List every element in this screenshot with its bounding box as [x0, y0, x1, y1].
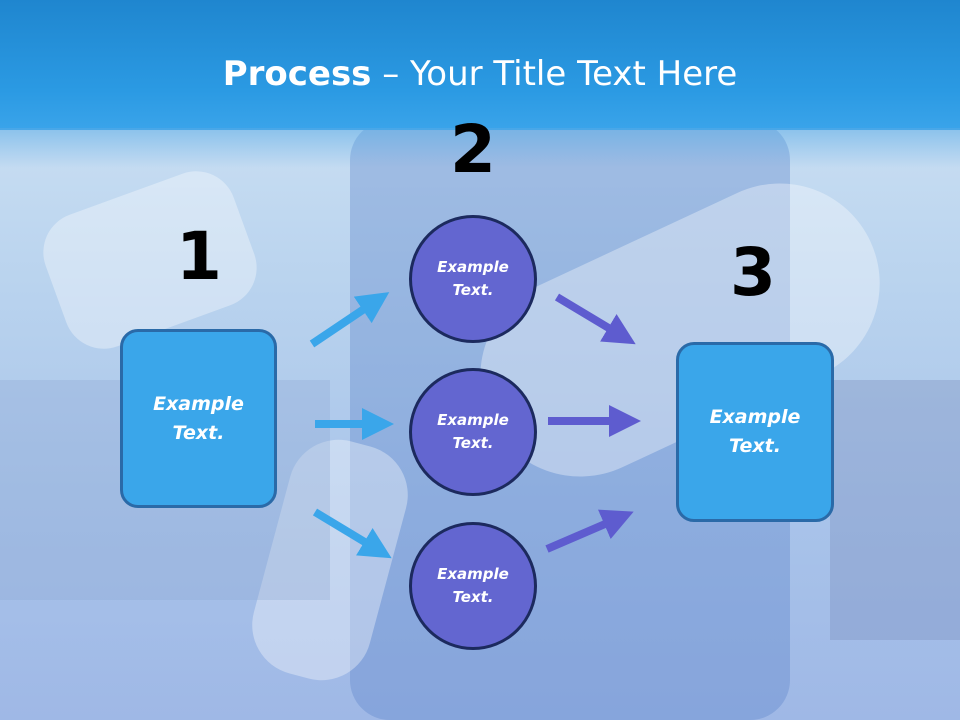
page-title: Process – Your Title Text Here — [0, 52, 960, 96]
step-number-2: 2 — [450, 111, 496, 188]
step-number-1: 1 — [176, 218, 222, 295]
step-2-circle-bottom: Example Text. — [409, 522, 537, 650]
arrow-2-to-3-top — [554, 293, 636, 345]
circle-text: Example Text. — [437, 565, 509, 606]
title-rest: – Your Title Text Here — [371, 54, 738, 94]
arrow-1-to-2-top — [309, 292, 390, 348]
step-2-circle-top: Example Text. — [409, 215, 537, 343]
step-3-box: Example Text. — [676, 342, 834, 522]
step-1-box: Example Text. — [120, 329, 277, 508]
title-bar-fade — [0, 128, 960, 168]
step-2-circle-middle: Example Text. — [409, 368, 537, 496]
step-3-text: Example Text. — [709, 406, 801, 457]
step-1-text: Example Text. — [153, 392, 244, 444]
title-bold: Process — [222, 54, 372, 94]
circle-text: Example Text. — [437, 258, 509, 299]
step-number-3: 3 — [730, 234, 776, 311]
title-bar — [0, 0, 960, 130]
circle-text: Example Text. — [437, 411, 509, 452]
arrow-1-to-2-bottom — [312, 508, 392, 559]
arrow-2-to-3-bottom — [545, 509, 634, 553]
